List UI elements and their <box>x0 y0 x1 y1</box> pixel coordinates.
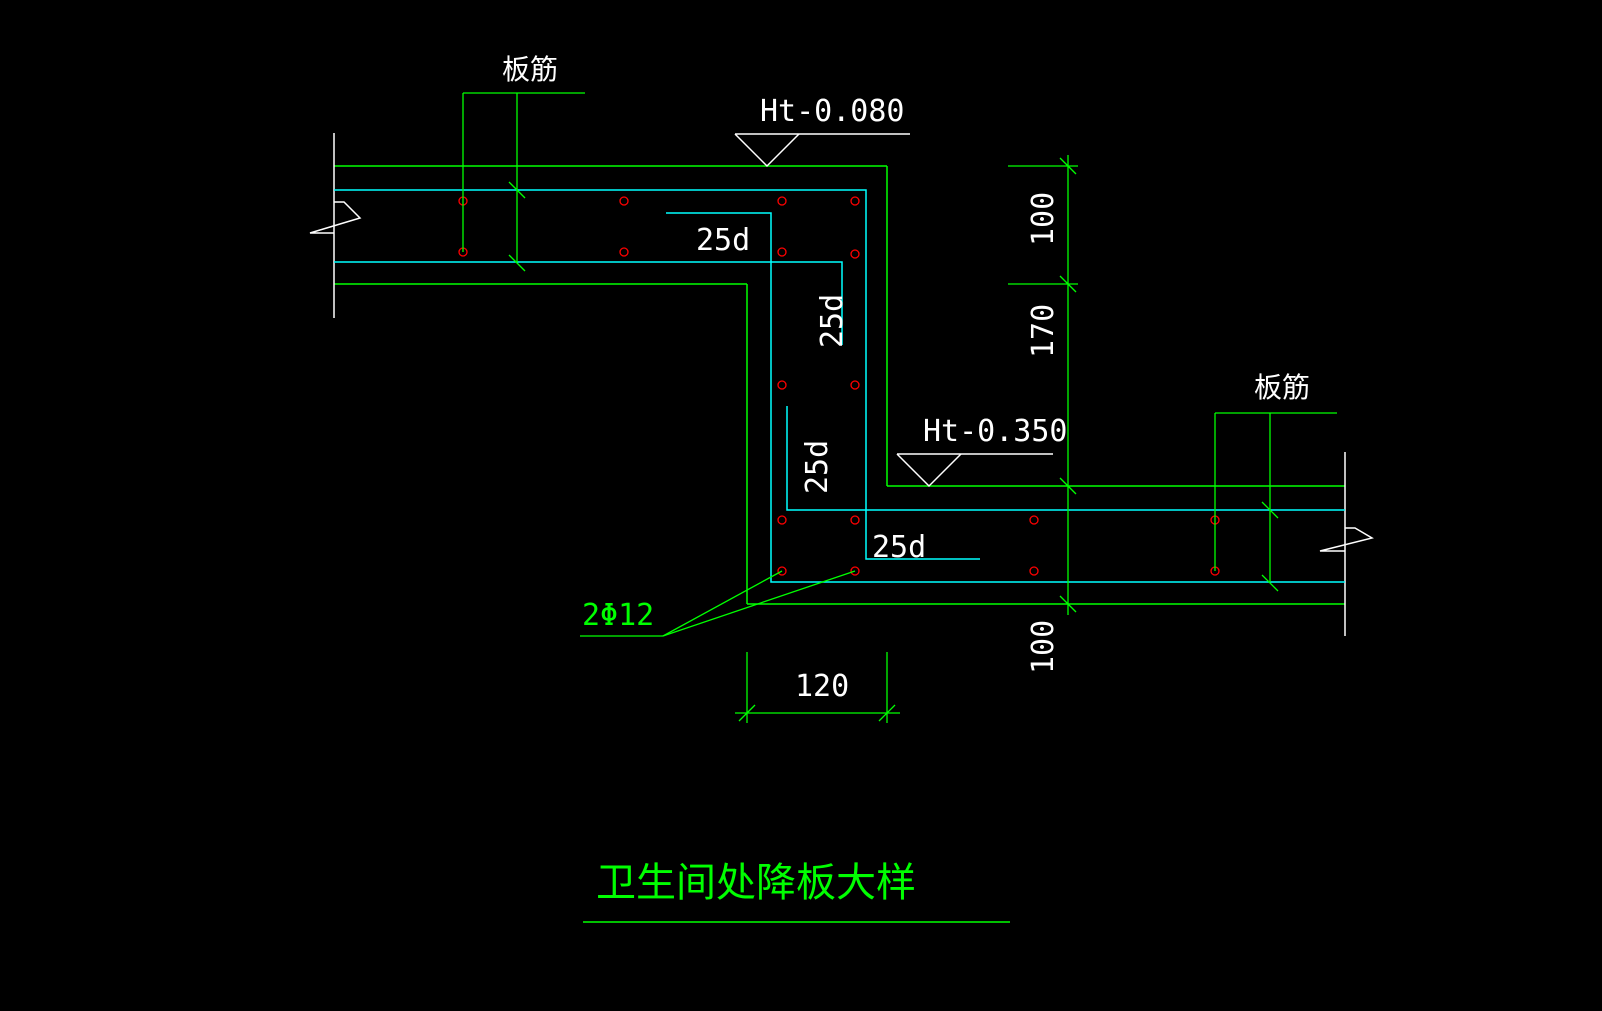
leader-tick <box>508 254 526 272</box>
inner-rebar-upper-top <box>666 212 1345 583</box>
anchor-label-bottom: 25d <box>872 530 926 565</box>
elevation-label-low: Ht-0.350 <box>923 414 1068 449</box>
elevation-marker-low <box>896 453 1053 488</box>
dim-tick <box>878 704 896 722</box>
right-break-zigzag <box>1319 527 1374 552</box>
bar-dot <box>850 515 860 525</box>
drawing-title: 卫生间处降板大样 <box>596 860 916 906</box>
bar-dot <box>850 566 860 576</box>
left-break-zigzag <box>309 201 362 234</box>
dim-label-100-bottom: 100 <box>1026 620 1061 674</box>
bar-dot <box>1029 515 1039 525</box>
anchor-label-top: 25d <box>696 223 750 258</box>
outer-rebar-upper-slab-bottom <box>334 261 843 345</box>
inner-rebar-lower-top <box>786 406 866 511</box>
slab-rebar-label-right: 板筋 <box>1254 371 1310 404</box>
elevation-triangle <box>734 133 800 168</box>
bar-dot <box>777 566 787 576</box>
dim-tick <box>1059 275 1077 293</box>
bar-dot <box>777 380 787 390</box>
elevation-label-high: Ht-0.080 <box>760 94 905 129</box>
bar-spec-leader <box>580 570 856 637</box>
dim-tick <box>1059 477 1077 495</box>
slab-rebar-label-left: 板筋 <box>502 53 558 86</box>
outer-rebar-upper-slab-top <box>334 189 1345 511</box>
leader-line <box>662 570 856 637</box>
slab-rebar-leader-right <box>1214 412 1337 592</box>
bar-dot <box>850 249 860 259</box>
rebar-lines <box>334 189 1345 583</box>
bar-dot <box>777 196 787 206</box>
anchor-label-vert-upper: 25d <box>815 294 850 348</box>
bar-spec-label: 2Φ12 <box>582 598 654 633</box>
anchor-label-vert-lower: 25d <box>800 440 835 494</box>
leader-tick <box>1261 501 1279 519</box>
bar-dot <box>777 515 787 525</box>
dim-label-100-top: 100 <box>1026 192 1061 246</box>
bar-dot <box>619 247 629 257</box>
dim-label-170: 170 <box>1026 304 1061 358</box>
bar-dot <box>850 380 860 390</box>
bar-dot <box>850 196 860 206</box>
vertical-dimension-chain <box>1008 155 1078 615</box>
bar-dot <box>777 247 787 257</box>
leader-line <box>662 570 783 637</box>
slab-rebar-leader-left <box>462 92 585 272</box>
leader-tick <box>1261 574 1279 592</box>
leader-tick <box>508 181 526 199</box>
dim-tick <box>1059 157 1077 175</box>
dim-label-120: 120 <box>795 669 849 704</box>
dim-tick <box>1059 595 1077 613</box>
break-lines <box>309 133 1374 636</box>
horizontal-dimension-120 <box>735 652 900 723</box>
bar-dot <box>1029 566 1039 576</box>
elevation-marker-high <box>734 133 910 168</box>
dim-tick <box>738 704 756 722</box>
elevation-triangle <box>896 453 962 488</box>
bar-dot <box>619 196 629 206</box>
bar-dots <box>458 196 1220 576</box>
concrete-outline <box>334 165 1345 605</box>
bottom-anchor-rebar <box>865 510 980 560</box>
